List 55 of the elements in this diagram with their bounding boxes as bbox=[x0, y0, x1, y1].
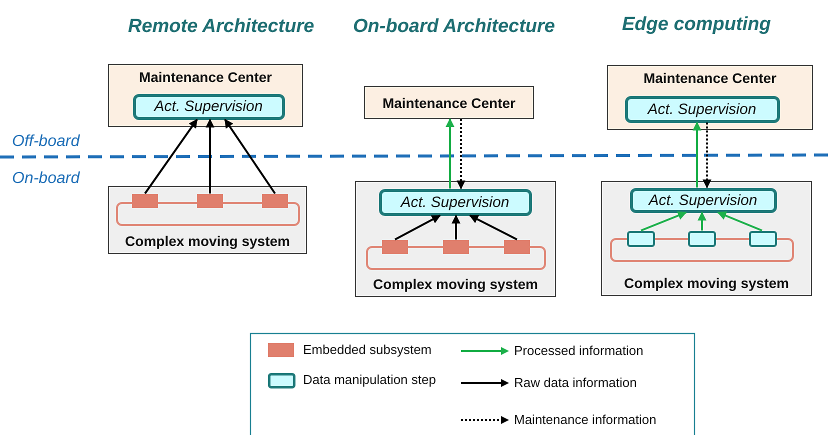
box-label: Act. Supervision bbox=[399, 194, 510, 210]
legend-label: Embedded subsystem bbox=[303, 342, 432, 357]
box-label: Complex moving system bbox=[124, 232, 291, 251]
box-label: Act. Supervision bbox=[152, 98, 264, 115]
bus-loop bbox=[116, 202, 300, 226]
architecture-title: Edge computing bbox=[622, 14, 771, 36]
maintenance-center-box bbox=[108, 64, 303, 127]
subsystem-block bbox=[132, 194, 158, 208]
box-label: Complex moving system bbox=[372, 275, 539, 294]
arrow bbox=[446, 118, 454, 188]
zone-label: Off-board bbox=[12, 133, 80, 151]
supervision-box bbox=[378, 188, 532, 216]
arrow bbox=[456, 119, 466, 190]
box-label: Act. Supervision bbox=[646, 100, 758, 118]
arrow bbox=[692, 122, 702, 188]
maintenance-center-box bbox=[607, 65, 813, 130]
supervision-box bbox=[630, 188, 776, 212]
architecture-title: Remote Architecture bbox=[128, 16, 314, 38]
legend-label: Data manipulation step bbox=[303, 372, 436, 387]
subsystem-block bbox=[382, 240, 408, 254]
maintenance-center-box bbox=[364, 86, 534, 119]
box-label: Complex moving system bbox=[623, 274, 790, 293]
arrow bbox=[206, 118, 214, 194]
subsystem-block bbox=[196, 194, 222, 208]
bus-loop bbox=[366, 246, 546, 270]
data-step-block bbox=[688, 230, 716, 246]
arrow bbox=[640, 211, 687, 232]
zone-label: On-board bbox=[12, 170, 80, 188]
moving-system-box bbox=[108, 186, 307, 254]
data-step-block bbox=[626, 230, 654, 246]
legend-label: Maintenance information bbox=[514, 412, 656, 427]
legend-label: Processed information bbox=[514, 343, 644, 358]
arrow bbox=[394, 214, 441, 240]
arrow bbox=[702, 122, 712, 188]
box-label: Maintenance Center bbox=[138, 68, 274, 87]
legend-label: Raw data information bbox=[514, 375, 637, 390]
subsystem-block bbox=[442, 240, 468, 254]
architecture-title: On-board Architecture bbox=[353, 16, 555, 38]
box-label: Maintenance Center bbox=[642, 69, 778, 88]
arrow bbox=[144, 118, 198, 194]
arrow bbox=[452, 214, 460, 240]
arrow bbox=[469, 214, 518, 240]
box-label: Act. Supervision bbox=[647, 192, 758, 208]
arrow bbox=[717, 211, 762, 232]
arrow bbox=[698, 212, 706, 230]
arrow bbox=[224, 118, 276, 194]
data-step-block bbox=[748, 230, 776, 246]
supervision-box bbox=[132, 94, 284, 120]
moving-system-box bbox=[601, 181, 812, 296]
moving-system-box bbox=[355, 181, 556, 297]
bus-loop bbox=[610, 238, 794, 262]
box-label: Maintenance Center bbox=[381, 94, 517, 110]
subsystem-block bbox=[504, 240, 530, 254]
supervision-box bbox=[624, 96, 780, 122]
subsystem-block bbox=[262, 194, 288, 208]
